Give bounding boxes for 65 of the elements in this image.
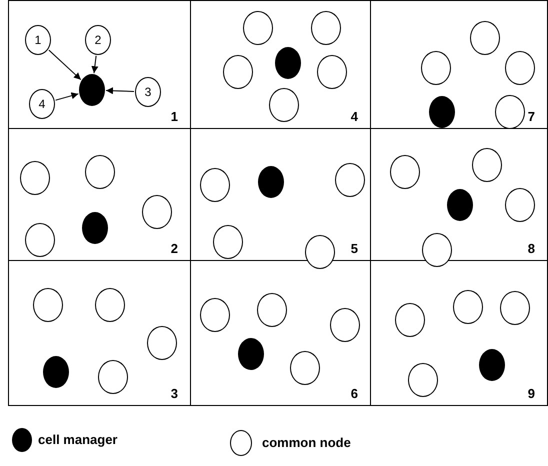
arrow — [106, 87, 134, 94]
hollow-circle — [453, 290, 483, 324]
hollow-circle — [98, 360, 128, 394]
hollow-circle — [200, 298, 230, 332]
hollow-circle — [257, 293, 287, 327]
hollow-circle — [395, 303, 425, 337]
hollow-circle — [20, 161, 50, 195]
cell-number: 1 — [170, 110, 178, 124]
hollow-circle — [470, 21, 500, 55]
filled-circle — [43, 356, 69, 388]
cell-number: 3 — [170, 387, 178, 401]
grid-cell — [370, 260, 548, 406]
filled-circle — [82, 212, 108, 244]
cell-number: 2 — [170, 242, 178, 256]
hollow-circle — [305, 235, 335, 269]
hollow-circle — [223, 55, 253, 89]
grid-cell — [370, 0, 548, 129]
arrow — [91, 55, 98, 74]
grid-cell — [8, 0, 191, 129]
hollow-circle — [147, 326, 177, 360]
arrow — [55, 92, 79, 101]
cell-number: 9 — [528, 387, 535, 401]
filled-circle — [258, 166, 284, 198]
hollow-circle — [311, 11, 341, 45]
hollow-circle — [33, 288, 63, 322]
filled-circle — [238, 338, 264, 370]
hollow-circle — [421, 51, 451, 85]
numbered-circle: 4 — [29, 89, 55, 119]
hollow-circle — [500, 291, 530, 325]
numbered-circle: 1 — [25, 25, 51, 55]
legend-label: cell manager — [38, 432, 118, 447]
filled-circle — [79, 74, 105, 106]
hollow-circle — [142, 195, 172, 229]
arrow — [48, 50, 82, 80]
numbered-circle: 2 — [85, 25, 111, 55]
hollow-circle — [269, 88, 299, 122]
hollow-circle — [243, 11, 273, 45]
hollow-circle — [408, 363, 438, 397]
cell-number: 6 — [350, 387, 358, 401]
numbered-circle: 3 — [135, 77, 161, 107]
hollow-circle — [390, 155, 420, 189]
hollow-circle — [317, 55, 347, 89]
hollow-circle — [85, 155, 115, 189]
hollow-circle — [25, 223, 55, 257]
grid-cell — [8, 260, 191, 406]
hollow-circle — [95, 288, 125, 322]
cell-number: 7 — [528, 110, 535, 124]
hollow-circle — [200, 168, 230, 202]
hollow-circle — [472, 148, 502, 182]
filled-circle — [429, 96, 455, 128]
hollow-circle — [505, 51, 535, 85]
filled-circle — [275, 47, 301, 79]
cell-number: 8 — [528, 242, 535, 256]
hollow-circle — [335, 163, 365, 197]
hollow-circle — [495, 95, 525, 129]
hollow-circle — [422, 233, 452, 267]
hollow-circle — [290, 351, 320, 385]
cell-number: 5 — [350, 242, 358, 256]
cell-number: 4 — [350, 110, 358, 124]
hollow-circle — [213, 225, 243, 259]
filled-circle — [479, 349, 505, 381]
filled-circle — [447, 189, 473, 221]
legend-label: common node — [262, 435, 351, 450]
hollow-circle — [505, 188, 535, 222]
hollow-circle — [330, 308, 360, 342]
